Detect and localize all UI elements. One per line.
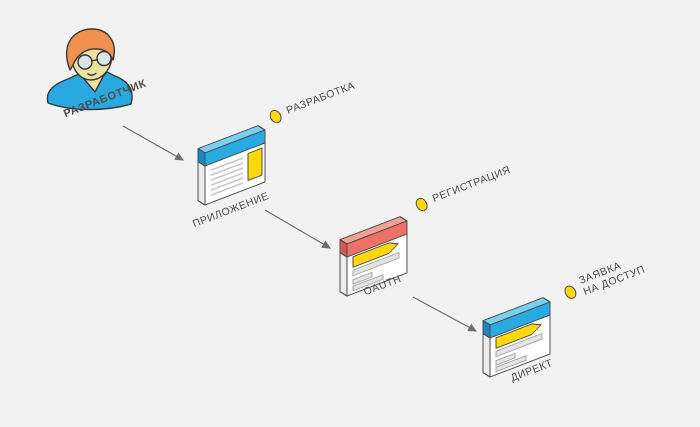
window-direct-bar-wide	[495, 332, 543, 358]
window-direct-banner-arrow	[495, 323, 542, 349]
window-oauth-banner-arrow	[352, 242, 399, 268]
avatar-glasses-left-lens	[77, 54, 93, 70]
oauth-status-badge: РЕГИСТРАЦИЯ	[413, 164, 513, 214]
window-oauth-bar-medium	[352, 274, 384, 292]
avatar-glasses-bridge	[90, 59, 99, 62]
badge-text: РЕГИСТРАЦИЯ	[430, 164, 513, 205]
arrow-developer-to-app	[122, 125, 185, 161]
window-direct	[481, 292, 573, 388]
avatar-shirt	[46, 71, 133, 111]
window-app-text-lines	[211, 157, 243, 196]
window-direct-header	[489, 301, 551, 339]
window-app-header	[204, 129, 266, 167]
app-status-badge: РАЗРАБОТКА	[267, 79, 357, 126]
avatar-glasses-right-lens	[96, 50, 112, 67]
window-direct-bar-medium	[495, 355, 527, 373]
window-app-image-block	[247, 147, 263, 182]
window-oauth-bar-small	[352, 271, 373, 285]
window-direct-bar-small	[495, 352, 516, 366]
direct-status-badge: ЗАЯВКА НА ДОСТУП	[561, 253, 647, 304]
window-app	[196, 120, 288, 216]
badge-text: РАЗРАБОТКА	[284, 79, 357, 117]
developer-avatar	[40, 24, 140, 117]
window-oauth	[338, 211, 430, 307]
window-oauth-bar-wide	[352, 251, 400, 277]
window-oauth-header	[346, 220, 408, 258]
avatar-mouth	[87, 72, 97, 76]
